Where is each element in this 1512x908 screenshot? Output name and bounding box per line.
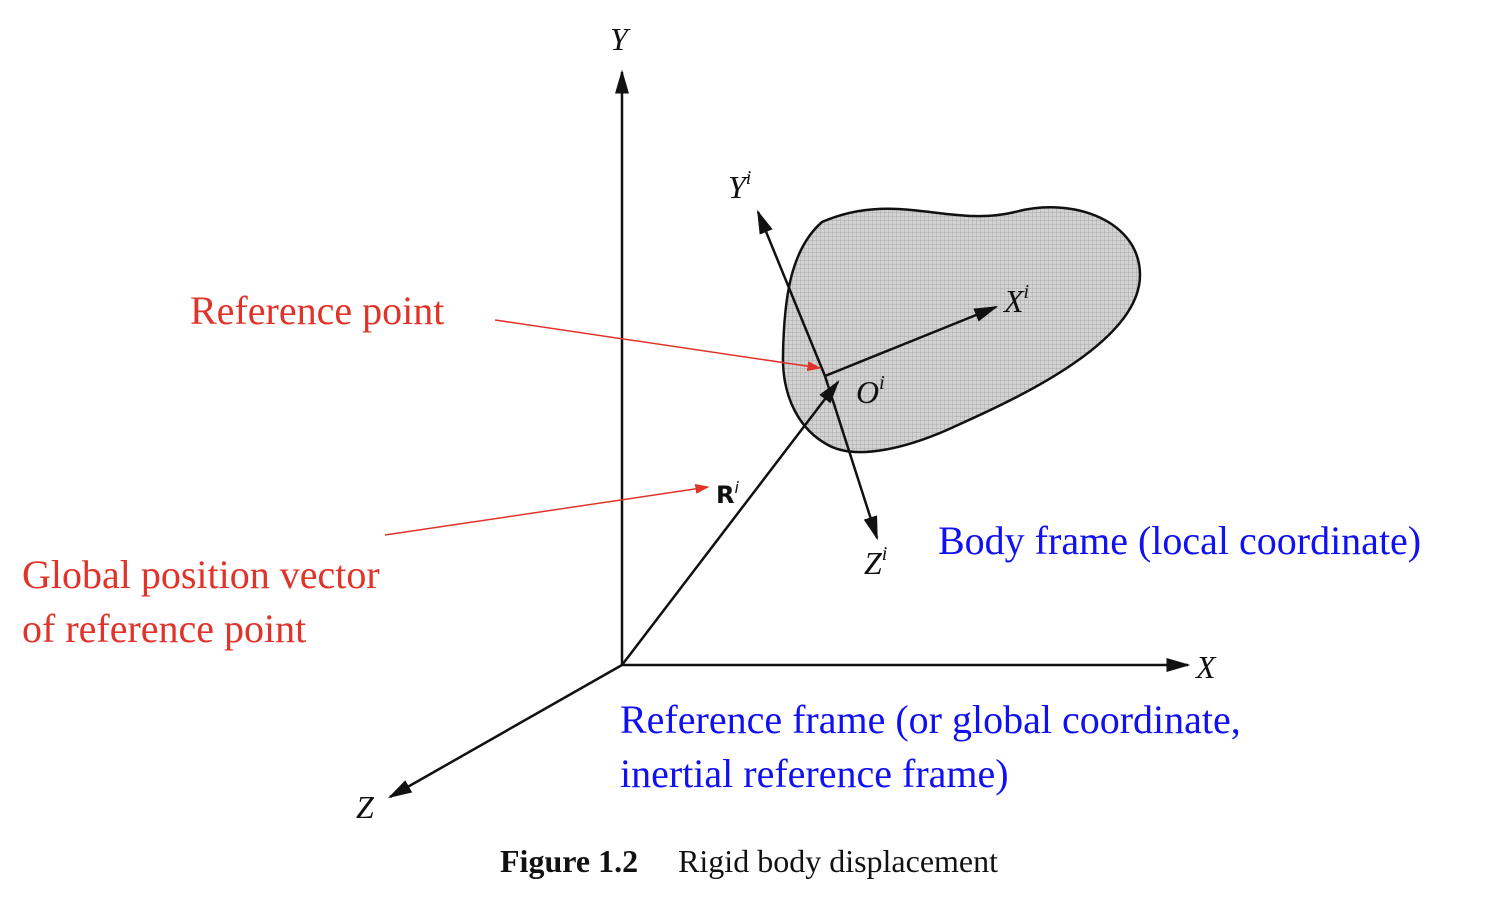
reference-point-annotation: Reference point xyxy=(190,288,444,333)
body-y-axis xyxy=(756,209,827,377)
body-origin-label: Oi xyxy=(856,372,885,410)
body-y-label: Yi xyxy=(728,167,751,205)
rigid-body-shape xyxy=(781,206,1142,454)
body-frame-annotation: Body frame (local coordinate) xyxy=(938,518,1421,563)
body-z-axis xyxy=(823,375,879,541)
global-x-label: X xyxy=(1194,649,1217,685)
position-vector-arrow xyxy=(621,380,840,666)
position-vector-label: Ri xyxy=(716,478,739,509)
global-z-axis xyxy=(387,663,623,799)
body-x-label: Xi xyxy=(1002,281,1029,319)
body-x-axis xyxy=(824,305,999,378)
reference-frame-annotation-line2: inertial reference frame) xyxy=(620,751,1009,796)
reference-point-pointer xyxy=(494,319,822,372)
global-z-label: Z xyxy=(356,789,375,825)
global-position-annotation-line2: of reference point xyxy=(22,606,306,651)
reference-frame-annotation-line1: Reference frame (or global coordinate, xyxy=(620,697,1241,742)
global-position-annotation-line1: Global position vector xyxy=(22,552,380,597)
position-vector-pointer xyxy=(384,483,710,536)
global-y-label: Y xyxy=(610,21,631,57)
body-z-label: Zi xyxy=(864,543,887,581)
